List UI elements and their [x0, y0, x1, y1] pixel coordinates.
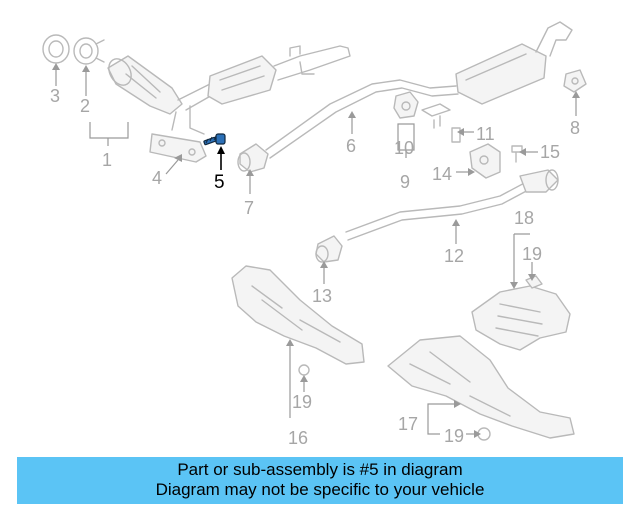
part-12-tail-pipe — [345, 169, 559, 241]
callout-14: 14 — [432, 164, 452, 184]
exhaust-parts-diagram: 3 2 1 4 5 7 6 10 9 11 8 15 14 12 13 18 1… — [42, 21, 587, 448]
callout-13: 13 — [312, 286, 332, 306]
callout-19-left: 19 — [292, 392, 312, 412]
info-banner: Part or sub-assembly is #5 in diagram Di… — [17, 457, 623, 504]
part-13-clamp — [315, 235, 343, 263]
part-8-mount — [563, 69, 587, 93]
part-14-bracket — [469, 143, 501, 179]
callout-4: 4 — [152, 168, 162, 188]
callout-19-right: 19 — [522, 244, 542, 264]
callout-15: 15 — [540, 142, 560, 162]
rear-muffler — [455, 21, 573, 105]
part-5-bolt-highlighted — [203, 133, 226, 146]
part-1-catalytic-converter — [107, 45, 351, 135]
callout-10: 10 — [394, 138, 414, 158]
part-18-heat-shield — [471, 275, 571, 351]
banner-line-1: Part or sub-assembly is #5 in diagram — [177, 460, 463, 479]
callout-2: 2 — [80, 96, 90, 116]
callout-18: 18 — [514, 208, 534, 228]
part-6-intermediate-pipe — [265, 79, 459, 159]
callout-1: 1 — [102, 150, 112, 170]
callouts: 3 2 1 4 5 7 6 10 9 11 8 15 14 12 13 18 1… — [50, 86, 580, 448]
callout-17: 17 — [398, 414, 418, 434]
callout-8: 8 — [570, 118, 580, 138]
callout-19-bottom: 19 — [444, 426, 464, 446]
callout-5: 5 — [214, 172, 225, 193]
banner-line-2: Diagram may not be specific to your vehi… — [155, 480, 485, 499]
callout-9: 9 — [400, 172, 410, 192]
callout-16: 16 — [288, 428, 308, 448]
callout-3: 3 — [50, 86, 60, 106]
part-4-bracket — [149, 133, 207, 163]
callout-12: 12 — [444, 246, 464, 266]
part-16-heat-shield — [231, 265, 365, 376]
leader-lines — [52, 63, 580, 438]
part-7-clamp — [237, 143, 269, 173]
part-11-bolt — [421, 103, 461, 143]
part-3-gasket — [42, 34, 70, 64]
part-2-clamp — [73, 37, 105, 65]
callout-7: 7 — [244, 198, 254, 218]
callout-11: 11 — [476, 124, 495, 144]
part-15-bolt — [511, 145, 523, 163]
part-10-hanger — [393, 91, 419, 119]
callout-6: 6 — [346, 136, 356, 156]
